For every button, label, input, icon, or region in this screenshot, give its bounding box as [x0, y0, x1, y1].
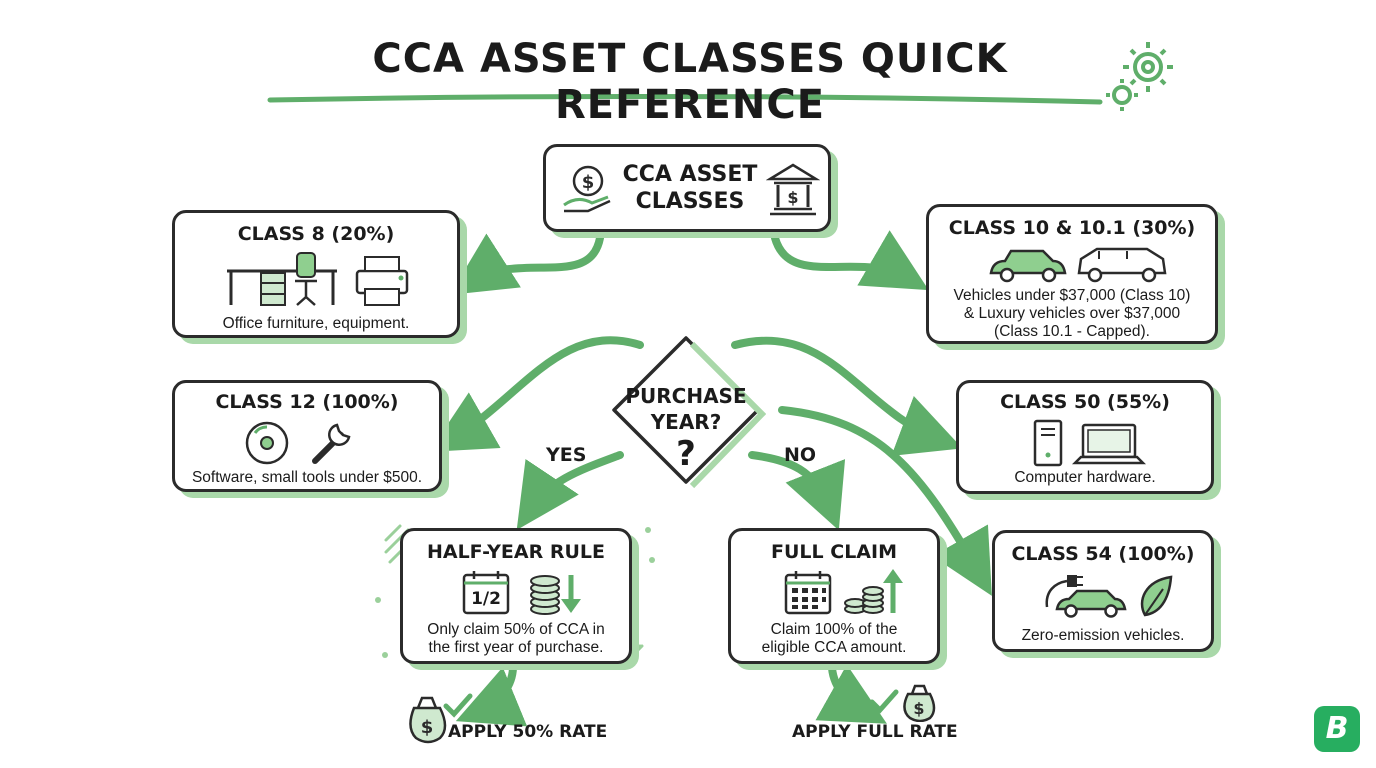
svg-text:$: $: [582, 172, 595, 193]
svg-text:$: $: [787, 188, 798, 207]
full-claim-desc-line2: eligible CCA amount.: [761, 639, 907, 656]
coins-up-icon: [844, 569, 903, 614]
class8-desc: Office furniture, equipment.: [222, 315, 410, 332]
class54-card: CLASS 54 (100%) Zero-emission vehicles.: [992, 530, 1214, 652]
decision-diamond: [612, 336, 766, 489]
arrow-to-class12: [429, 336, 644, 452]
arrow-yes: [516, 451, 624, 530]
center-title-line1: CCA ASSET: [622, 162, 758, 187]
class50-title: CLASS 50 (55%): [1000, 391, 1170, 413]
branch-yes-label: YES: [546, 444, 587, 466]
svg-text:$: $: [421, 717, 434, 738]
center-title: CCA ASSET CLASSES: [620, 161, 760, 215]
class50-card: CLASS 50 (55%) Computer hardware.: [956, 380, 1214, 494]
class8-title: CLASS 8 (20%): [237, 223, 395, 245]
arrow-to-class8: [449, 233, 604, 295]
gear-icon: [1106, 42, 1173, 111]
brand-logo: B: [1314, 706, 1360, 752]
decision-question: PURCHASE YEAR?: [612, 383, 760, 435]
center-title-line2: CLASSES: [635, 189, 745, 214]
decision-line2: YEAR?: [650, 410, 722, 434]
branch-no-label: NO: [784, 444, 817, 466]
half-year-rule-card: HALF-YEAR RULE 1/2 Only claim 50% of CCA…: [400, 528, 632, 664]
title-underline: [267, 93, 1103, 105]
office-furniture-icon: [227, 252, 409, 306]
page-title: CCA ASSET CLASSES QUICK REFERENCE: [372, 36, 1008, 128]
class10-title: CLASS 10 & 10.1 (30%): [948, 217, 1196, 239]
half-year-desc-line1: Only claim 50% of CCA in: [427, 621, 605, 638]
half-year-desc-line2: the first year of purchase.: [428, 639, 604, 656]
coins-down-icon: [530, 575, 581, 615]
full-claim-desc: Claim 100% of the eligible CCA amount.: [737, 621, 931, 657]
apply-full-rate-label: APPLY FULL RATE: [792, 722, 958, 742]
full-claim-card: FULL CLAIM Claim 100% of: [728, 528, 940, 664]
arrow-to-class50: [731, 336, 963, 456]
half-fraction: 1/2: [471, 589, 501, 609]
calendar-full-icon: [784, 571, 832, 615]
class50-desc: Computer hardware.: [1014, 469, 1156, 486]
arrow-no: [748, 451, 846, 531]
center-node: $ CCA ASSET CLASSES $: [543, 144, 831, 232]
half-year-desc: Only claim 50% of CCA in the first year …: [409, 621, 623, 657]
question-mark: ?: [676, 434, 696, 474]
ev-car-leaf-icon: [1045, 575, 1173, 618]
computer-hardware-icon: [1033, 419, 1147, 467]
money-bag-check-icon: $: [409, 693, 473, 744]
arrow-to-class54: [778, 406, 992, 596]
class10-desc-line2: & Luxury vehicles over $37,000: [963, 305, 1181, 322]
full-claim-desc-line1: Claim 100% of the: [770, 621, 898, 638]
class10-card: CLASS 10 & 10.1 (30%) Vehicles under $37…: [926, 204, 1218, 344]
apply-half-rate-label: APPLY 50% RATE: [448, 722, 608, 742]
class54-title: CLASS 54 (100%): [1011, 543, 1195, 565]
arrow-to-apply-full: [815, 664, 887, 724]
class12-title: CLASS 12 (100%): [215, 391, 399, 413]
class8-card: CLASS 8 (20%) Office furniture, equipmen…: [172, 210, 460, 338]
check-money-bag-icon: $: [869, 684, 936, 722]
class10-desc: Vehicles under $37,000 (Class 10) & Luxu…: [935, 287, 1209, 341]
arrow-to-class10: [771, 230, 929, 291]
arrow-to-apply-half: [455, 664, 528, 727]
class10-desc-line1: Vehicles under $37,000 (Class 10): [953, 287, 1191, 304]
software-tools-icon: [245, 421, 351, 465]
decision-line1: PURCHASE: [625, 384, 747, 408]
class12-desc: Software, small tools under $500.: [191, 469, 423, 486]
class12-card: CLASS 12 (100%) Software, small tools un…: [172, 380, 442, 492]
class10-desc-line3: (Class 10.1 - Capped).: [994, 323, 1150, 340]
money-hand-icon: $: [563, 165, 611, 213]
svg-text:$: $: [913, 699, 924, 718]
cars-icon: [989, 247, 1167, 283]
half-year-title: HALF-YEAR RULE: [426, 541, 606, 563]
bank-icon: $: [766, 163, 820, 216]
full-claim-title: FULL CLAIM: [771, 541, 897, 563]
calendar-half-icon: [462, 571, 510, 615]
class54-desc: Zero-emission vehicles.: [1021, 627, 1185, 644]
